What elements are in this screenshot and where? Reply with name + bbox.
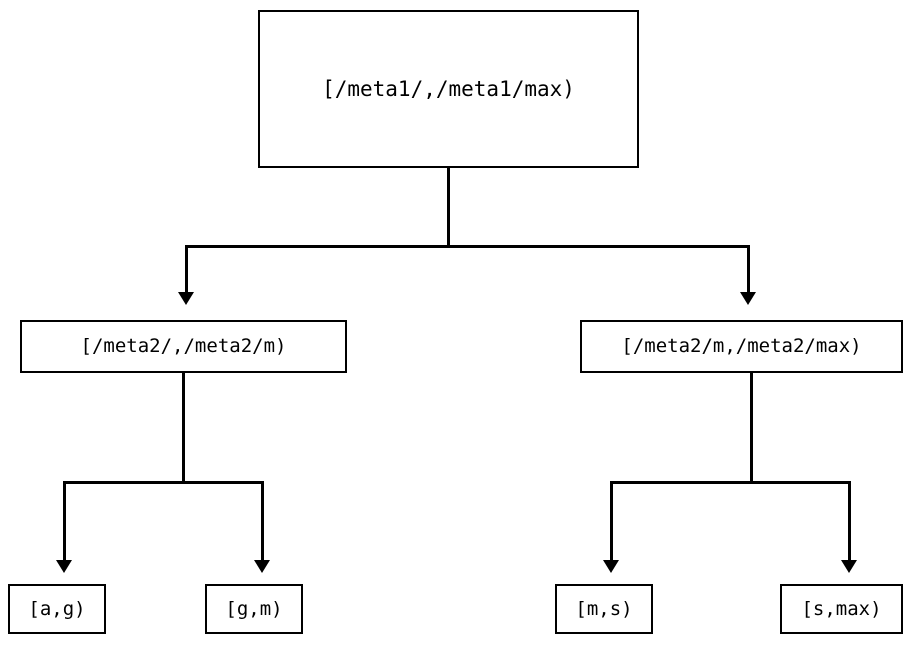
edge-root-to-branch-left <box>185 245 188 294</box>
node-branch-right-label: [/meta2/m,/meta2/max) <box>621 335 862 357</box>
node-root-label: [/meta1/,/meta1/max) <box>322 76 575 101</box>
edge-root-bus <box>185 245 750 248</box>
edge-branch-right-bus <box>610 481 851 484</box>
arrowhead-branch-right-to-leaf-3-icon <box>603 560 619 573</box>
edge-root-to-branch-right <box>747 245 750 294</box>
edge-branch-left-bus <box>63 481 264 484</box>
node-branch-left[interactable]: [/meta2/,/meta2/m) <box>20 320 347 373</box>
node-leaf-4-label: [s,max) <box>801 597 882 620</box>
arrowhead-root-to-branch-right-icon <box>740 292 756 305</box>
node-leaf-4[interactable]: [s,max) <box>780 584 903 634</box>
arrowhead-root-to-branch-left-icon <box>178 292 194 305</box>
edge-branch-right-stem <box>750 373 753 484</box>
edge-branch-right-to-leaf-3 <box>610 481 613 563</box>
node-leaf-3[interactable]: [m,s) <box>555 584 653 634</box>
node-leaf-2[interactable]: [g,m) <box>205 584 303 634</box>
node-leaf-3-label: [m,s) <box>575 597 633 620</box>
node-leaf-1-label: [a,g) <box>28 597 86 620</box>
node-root[interactable]: [/meta1/,/meta1/max) <box>258 10 639 168</box>
arrowhead-branch-left-to-leaf-1-icon <box>56 560 72 573</box>
node-branch-right[interactable]: [/meta2/m,/meta2/max) <box>580 320 903 373</box>
arrowhead-branch-left-to-leaf-2-icon <box>254 560 270 573</box>
edge-branch-left-to-leaf-1 <box>63 481 66 563</box>
edge-branch-right-to-leaf-4 <box>848 481 851 563</box>
edge-branch-left-stem <box>182 373 185 484</box>
edge-branch-left-to-leaf-2 <box>261 481 264 563</box>
node-leaf-2-label: [g,m) <box>225 597 283 620</box>
arrowhead-branch-right-to-leaf-4-icon <box>841 560 857 573</box>
edge-root-stem <box>447 168 450 247</box>
node-branch-left-label: [/meta2/,/meta2/m) <box>80 335 287 357</box>
node-leaf-1[interactable]: [a,g) <box>8 584 106 634</box>
